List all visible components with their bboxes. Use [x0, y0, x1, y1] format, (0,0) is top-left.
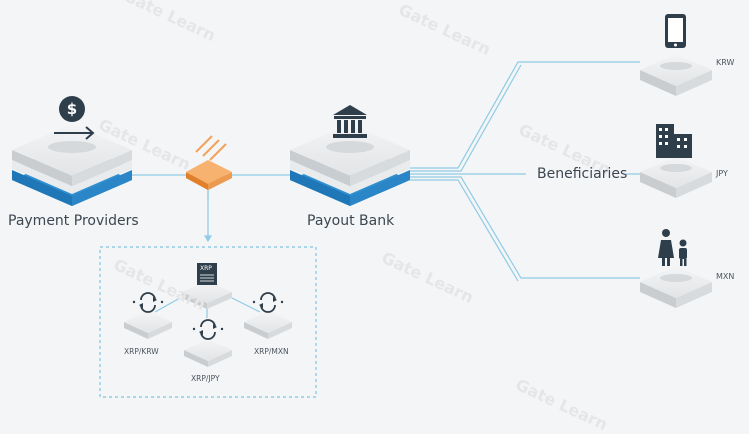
jpy-platform	[640, 156, 712, 198]
diagram-canvas: $	[12, 14, 712, 398]
xrp-hub-platform	[182, 281, 232, 309]
bank-icon	[333, 105, 367, 138]
line-bank-to-krw-2	[410, 64, 522, 172]
xrp-jpy-label: XRP/JPY	[191, 374, 220, 383]
krw-label: KRW	[716, 58, 735, 67]
xrp-krw-label: XRP/KRW	[124, 347, 159, 356]
connector-node	[186, 160, 232, 190]
xrp-document-icon	[197, 263, 217, 285]
line-bank-to-mxn-2	[410, 179, 519, 282]
svg-text:$: $	[67, 100, 77, 118]
line-bank-to-krw	[410, 61, 640, 169]
xrp-jpy-platform	[184, 339, 232, 367]
payment-providers-platform	[12, 124, 132, 206]
xrp-krw-platform	[124, 311, 172, 339]
line-xrp-to-krw	[154, 297, 181, 313]
mxn-platform	[640, 266, 712, 308]
arrow-down-head	[203, 235, 213, 243]
office-building-icon	[656, 124, 692, 158]
exchange-icon-mxn	[252, 292, 284, 313]
payout-bank-label: Payout Bank	[307, 213, 395, 229]
exchange-icon-jpy	[192, 319, 224, 340]
line-bank-to-mxn	[410, 176, 640, 279]
xrp-mxn-platform	[244, 311, 292, 339]
payout-bank-platform	[290, 124, 410, 206]
connection-lines	[132, 61, 640, 318]
connector-slash-icon	[195, 135, 227, 161]
xrp-mxn-label: XRP/MXN	[254, 347, 289, 356]
krw-platform	[640, 54, 712, 96]
beneficiaries-label: Beneficiaries	[537, 166, 628, 182]
xrp-ledger-dashed-box	[99, 246, 317, 398]
exchange-icon-krw	[132, 292, 164, 313]
line-xrp-to-mxn	[231, 297, 261, 313]
mobile-phone-icon	[665, 14, 686, 48]
people-family-icon	[658, 229, 687, 266]
mxn-label: MXN	[716, 272, 735, 281]
payment-providers-label: Payment Providers	[8, 213, 139, 229]
jpy-label: JPY	[716, 169, 728, 178]
xrp-ledger-label: XRP	[200, 265, 212, 272]
dollar-transfer-icon: $	[54, 96, 95, 140]
